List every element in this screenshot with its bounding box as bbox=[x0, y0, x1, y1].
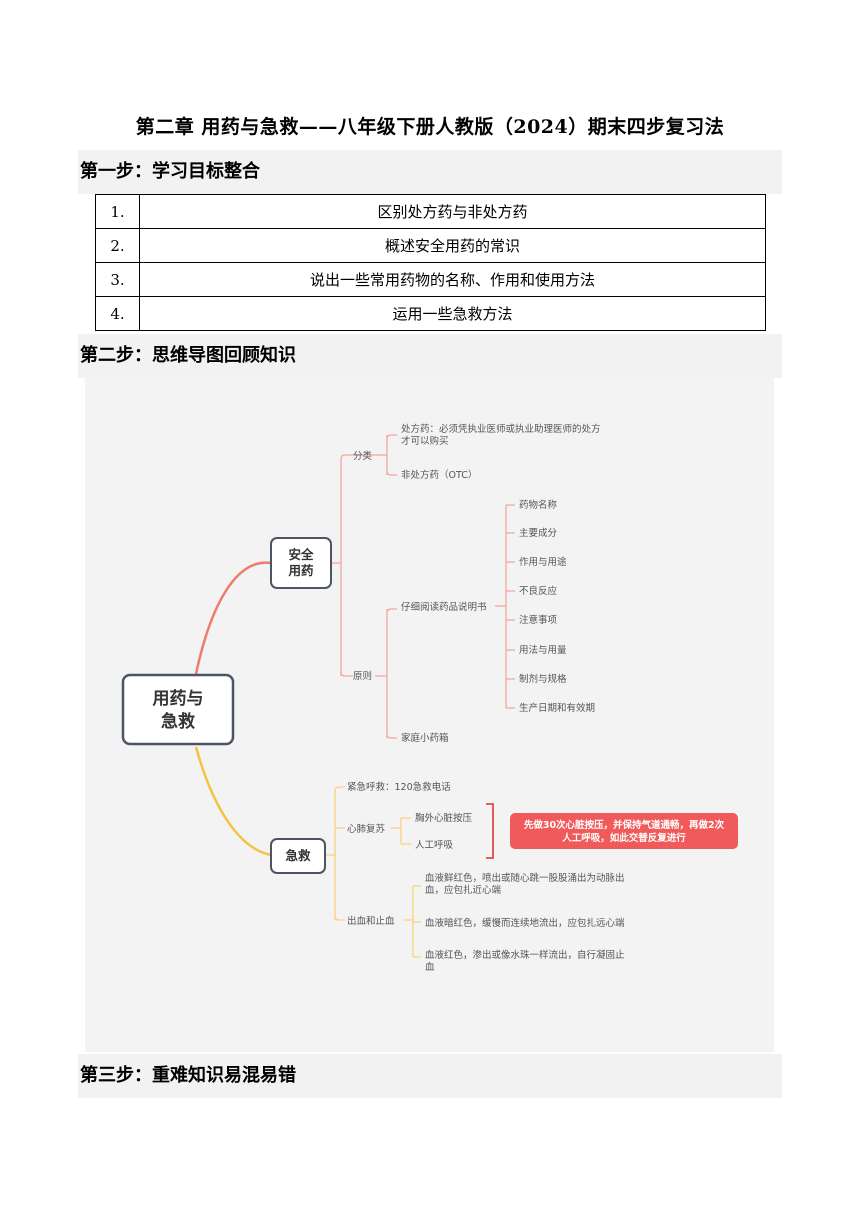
classify-label: 分类 bbox=[353, 450, 373, 462]
bleeding-item: 血 bbox=[425, 961, 435, 973]
bleeding-item: 血液鲜红色，喷出或随心跳一股股涌出为动脉出 bbox=[425, 872, 625, 884]
goal-text: 说出一些常用药物的名称、作用和使用方法 bbox=[139, 262, 766, 297]
root-label: 急救 bbox=[161, 711, 195, 732]
goal-number: 4. bbox=[95, 296, 140, 331]
manual-item: 制剂与规格 bbox=[519, 673, 567, 685]
page-title: 第二章 用药与急救——八年级下册人教版（2024）期末四步复习法 bbox=[135, 116, 725, 138]
principle-label: 原则 bbox=[353, 670, 372, 682]
chest-compression-label: 胸外心脏按压 bbox=[415, 812, 473, 824]
branch-first-aid-node bbox=[270, 838, 326, 874]
branch-safe-medication-label: 用药 bbox=[287, 563, 314, 578]
goal-row: 1.区别处方药与非处方药 bbox=[95, 194, 766, 229]
step2-heading: 第二步：思维导图回顾知识 bbox=[78, 334, 782, 378]
goal-text: 概述安全用药的常识 bbox=[139, 228, 766, 263]
emergency-call-label: 紧急呼救：120急救电话 bbox=[347, 781, 451, 793]
goal-number: 1. bbox=[95, 194, 140, 229]
goal-number: 3. bbox=[95, 262, 140, 297]
rx-label: 才可以购买 bbox=[401, 435, 449, 447]
goal-row: 2.概述安全用药的常识 bbox=[95, 228, 766, 263]
branch-safe-medication-node bbox=[270, 537, 332, 589]
branch-first-aid-label: 急救 bbox=[285, 848, 311, 863]
cpr-label: 心肺复苏 bbox=[347, 823, 386, 835]
step3-heading: 第三步：重难知识易混易错 bbox=[78, 1054, 782, 1098]
bleeding-item: 血液红色，渗出或像水珠一样流出，自行凝固止 bbox=[425, 949, 625, 961]
home-kit-label: 家庭小药箱 bbox=[401, 732, 449, 744]
manual-item: 作用与用途 bbox=[519, 556, 567, 568]
goal-number: 2. bbox=[95, 228, 140, 263]
manual-item: 主要成分 bbox=[519, 527, 558, 539]
otc-label: 非处方药（OTC） bbox=[401, 469, 477, 481]
goal-text: 区别处方药与非处方药 bbox=[139, 194, 766, 229]
manual-item: 不良反应 bbox=[519, 585, 558, 597]
step1-heading: 第一步：学习目标整合 bbox=[78, 150, 782, 194]
bleeding-label: 出血和止血 bbox=[347, 915, 395, 927]
cpr-note-text: 先做30次心脏按压，并保持气道通畅，再做2次 bbox=[524, 819, 725, 831]
cpr-note-box bbox=[510, 813, 738, 849]
manual-item: 用法与用量 bbox=[519, 644, 567, 656]
manual-item: 注意事项 bbox=[519, 614, 558, 626]
goal-row: 3.说出一些常用药物的名称、作用和使用方法 bbox=[95, 262, 766, 297]
manual-item: 药物名称 bbox=[519, 499, 558, 511]
root-label: 用药与 bbox=[153, 688, 204, 709]
branch-safe-medication-label: 安全 bbox=[288, 547, 314, 562]
mind-map: 用药与急救安全用药急救分类处方药：必须凭执业医师或执业助理医师的处方才可以购买非… bbox=[85, 378, 774, 1052]
bleeding-item: 血，应包扎近心端 bbox=[425, 884, 502, 896]
goal-text: 运用一些急救方法 bbox=[139, 296, 766, 331]
goal-row: 4.运用一些急救方法 bbox=[95, 296, 766, 331]
rescue-breath-label: 人工呼吸 bbox=[415, 840, 454, 851]
manual-item: 生产日期和有效期 bbox=[519, 702, 595, 714]
cpr-note-text: 人工呼吸，如此交替反复进行 bbox=[562, 832, 686, 844]
root-node bbox=[121, 673, 235, 746]
read-manual-label: 仔细阅读药品说明书 bbox=[401, 601, 487, 613]
bleeding-item: 血液暗红色，缓慢而连续地流出，应包扎远心端 bbox=[425, 917, 625, 929]
rx-label: 处方药：必须凭执业医师或执业助理医师的处方 bbox=[401, 423, 601, 435]
